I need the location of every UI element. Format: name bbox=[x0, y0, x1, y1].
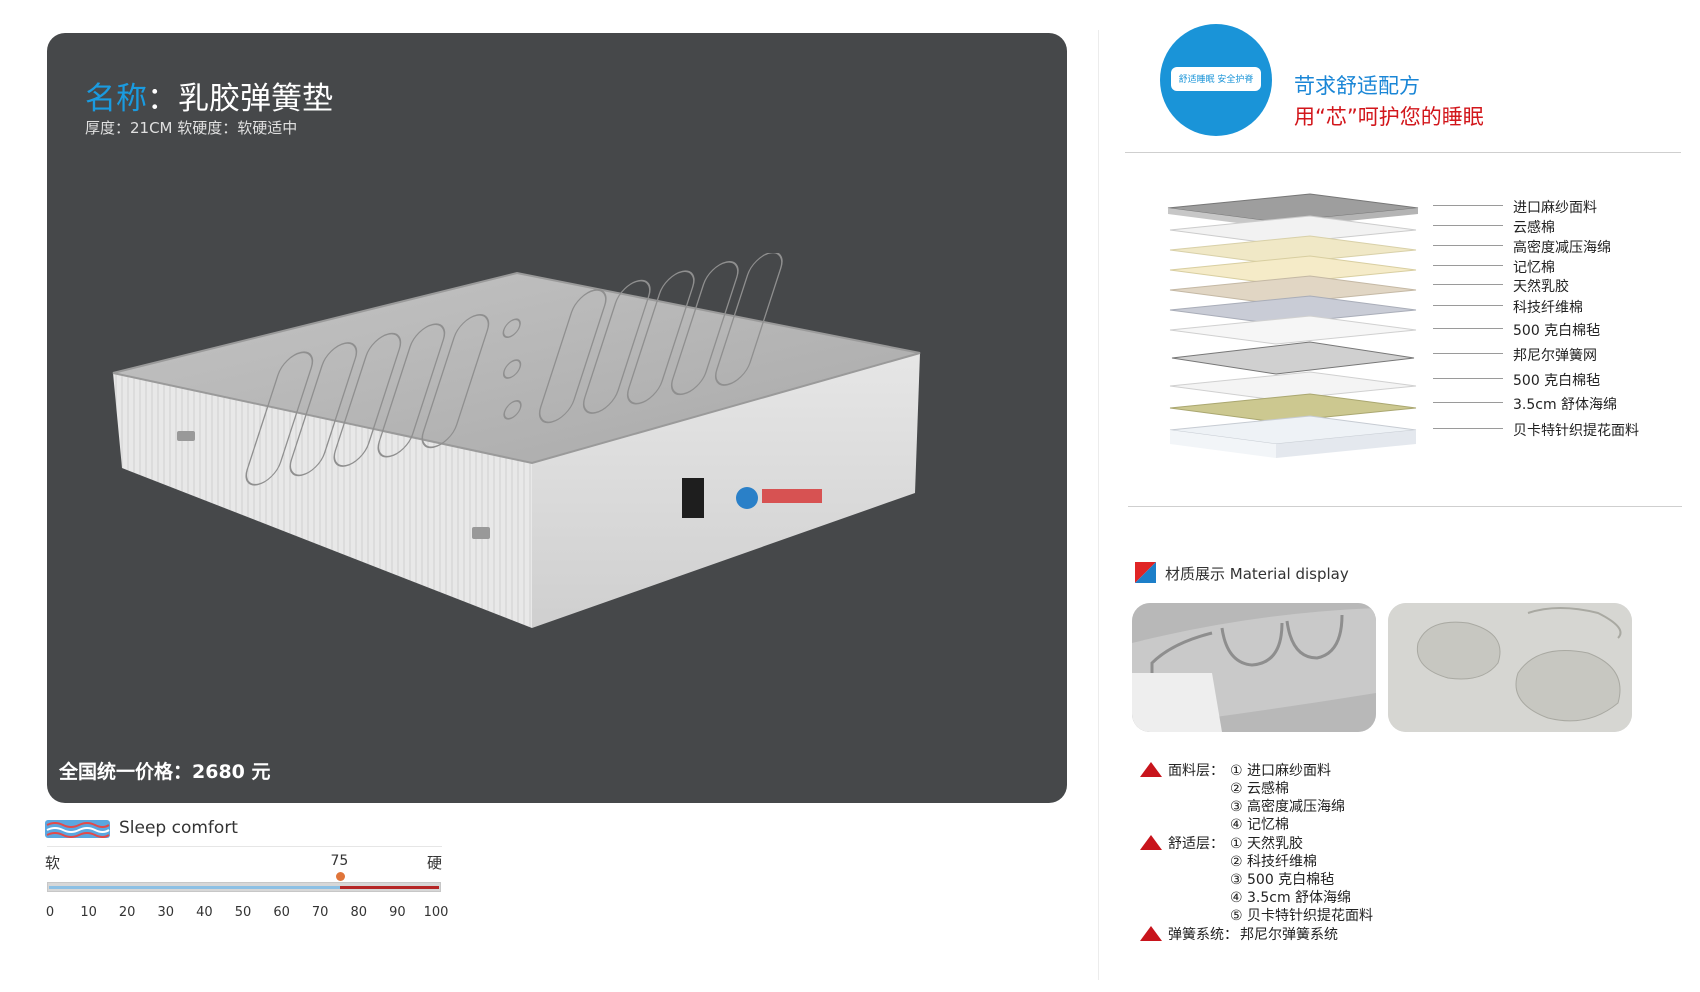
layer-label: 进口麻纱面料 bbox=[1513, 200, 1597, 216]
mattress-image bbox=[112, 253, 921, 628]
comfort-item-1: ① 天然乳胶 bbox=[1230, 836, 1304, 852]
layer-label: 邦尼尔弹簧网 bbox=[1513, 348, 1597, 364]
layer-leader-line bbox=[1433, 284, 1503, 285]
product-title-sep: ： bbox=[147, 81, 178, 117]
layer-leader-line bbox=[1433, 205, 1503, 206]
comfort-tick-label: 40 bbox=[196, 905, 213, 920]
fabric-item-4: ④ 记忆棉 bbox=[1230, 817, 1290, 833]
layer-label: 500 克白棉毡 bbox=[1513, 373, 1601, 389]
layer-leader-line bbox=[1433, 265, 1503, 266]
comfort-tick-label: 90 bbox=[389, 905, 406, 920]
layer-label: 天然乳胶 bbox=[1513, 279, 1569, 295]
layer-label: 贝卡特针织提花面料 bbox=[1513, 423, 1639, 439]
layer-leader-line bbox=[1433, 353, 1503, 354]
comfort-tick-label: 30 bbox=[157, 905, 175, 920]
sleep-comfort-label: Sleep comfort bbox=[119, 818, 238, 838]
spring-system-marker-icon bbox=[1140, 926, 1162, 941]
comfort-value: 75 bbox=[330, 853, 349, 869]
comfort-tick-label: 0 bbox=[45, 905, 55, 920]
product-title-value: 乳胶弹簧垫 bbox=[178, 81, 333, 117]
product-hero-panel: 名称：乳胶弹簧垫 厚度：21CM 软硬度：软硬适中 bbox=[47, 33, 1067, 803]
price-text: 全国统一价格：2680 元 bbox=[59, 761, 271, 783]
comfort-tick-label: 50 bbox=[234, 905, 252, 920]
comfort-layer-marker-icon bbox=[1140, 835, 1162, 850]
product-title: 名称：乳胶弹簧垫 bbox=[85, 73, 333, 118]
comfort-tick-label: 80 bbox=[350, 905, 368, 920]
slogan-line-1: 苛求舒适配方 bbox=[1294, 74, 1420, 98]
layer-leader-line bbox=[1433, 328, 1503, 329]
layer-label: 记忆棉 bbox=[1513, 260, 1555, 276]
layer-leader-line bbox=[1433, 402, 1503, 403]
section-divider-mid bbox=[1128, 506, 1682, 507]
comfort-marker bbox=[335, 872, 345, 881]
comfort-tick-label: 100 bbox=[423, 905, 449, 920]
layer-leader-line bbox=[1433, 378, 1503, 379]
comfort-item-5: ⑤ 贝卡特针织提花面料 bbox=[1230, 908, 1374, 924]
comfort-tick-label: 60 bbox=[273, 905, 290, 920]
badge-plate bbox=[1171, 67, 1261, 91]
comfort-tick-label: 70 bbox=[311, 905, 329, 920]
layer-leader-line bbox=[1433, 305, 1503, 306]
badge-text: 舒适睡眠 安全护脊 bbox=[1178, 75, 1254, 85]
comfort-tick-label: 20 bbox=[118, 905, 136, 920]
fabric-item-1: ① 进口麻纱面料 bbox=[1230, 763, 1332, 779]
comfort-item-2: ② 科技纤维棉 bbox=[1230, 854, 1318, 870]
spring-system-label: 弹簧系统： bbox=[1168, 927, 1238, 943]
fabric-layer-label: 面料层： bbox=[1168, 763, 1224, 779]
layer-leader-line bbox=[1433, 245, 1503, 246]
layer-label: 云感棉 bbox=[1513, 220, 1555, 236]
material-image-2 bbox=[1388, 603, 1632, 732]
fabric-item-3: ③ 高密度减压海绵 bbox=[1230, 799, 1346, 815]
fabric-layer-marker-icon bbox=[1140, 762, 1162, 777]
material-icon bbox=[1135, 562, 1156, 583]
brand-logo bbox=[736, 487, 822, 509]
fabric-item-2: ② 云感棉 bbox=[1230, 781, 1290, 797]
layer-label: 500 克白棉毡 bbox=[1513, 323, 1601, 339]
soft-label: 软 bbox=[45, 854, 61, 872]
comfort-scale-fill bbox=[49, 886, 340, 889]
product-specs: 厚度：21CM 软硬度：软硬适中 bbox=[85, 119, 298, 137]
material-image-1 bbox=[1132, 603, 1376, 732]
hard-label: 硬 bbox=[427, 854, 443, 872]
slogan-line-2: 用“芯”呵护您的睡眠 bbox=[1294, 105, 1484, 129]
comfort-layer-label: 舒适层： bbox=[1168, 836, 1224, 852]
section-divider-top bbox=[1125, 152, 1681, 153]
comfort-item-3: ③ 500 克白棉毡 bbox=[1230, 872, 1335, 888]
column-separator bbox=[1098, 30, 1099, 980]
layer-label: 高密度减压海绵 bbox=[1513, 240, 1611, 256]
spring-system-value: 邦尼尔弹簧系统 bbox=[1240, 927, 1338, 943]
product-title-key: 名称 bbox=[85, 81, 147, 117]
comfort-scale-rest bbox=[339, 886, 439, 889]
layer-label: 3.5cm 舒体海绵 bbox=[1513, 397, 1618, 413]
wave-icon bbox=[45, 820, 110, 838]
layer-leader-line bbox=[1433, 225, 1503, 226]
layer-label: 科技纤维棉 bbox=[1513, 300, 1583, 316]
layers-diagram bbox=[1167, 193, 1419, 458]
comfort-item-4: ④ 3.5cm 舒体海绵 bbox=[1230, 890, 1352, 906]
comfort-tick-label: 10 bbox=[80, 905, 97, 920]
material-display-title: 材质展示 Material display bbox=[1165, 565, 1349, 583]
comfort-divider bbox=[47, 846, 442, 847]
layer-leader-line bbox=[1433, 428, 1503, 429]
